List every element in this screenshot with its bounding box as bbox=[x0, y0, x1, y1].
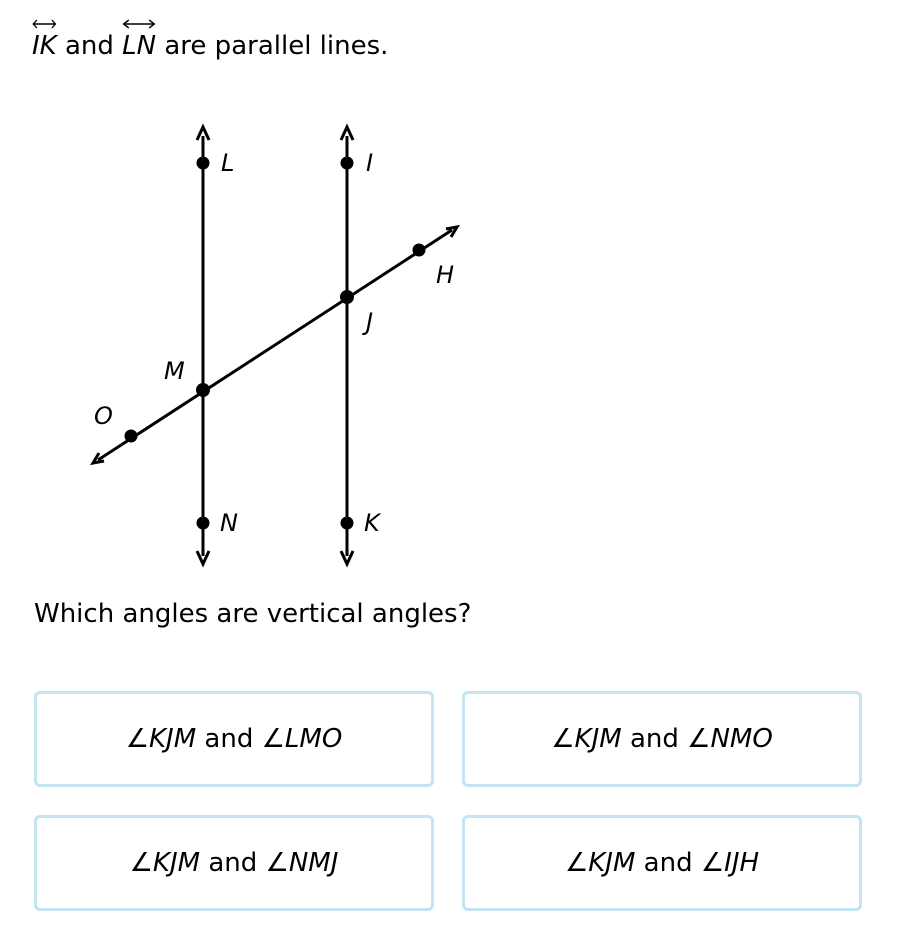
point-k bbox=[340, 516, 354, 530]
point-o bbox=[124, 429, 138, 443]
choice-connector: and bbox=[208, 848, 258, 878]
answer-choice-kjm-nmo[interactable]: ∠KJM and ∠NMO bbox=[462, 691, 862, 787]
label-o: O bbox=[94, 402, 113, 430]
arrowhead-transversal-h bbox=[445, 224, 460, 238]
answer-choice-kjm-ijh[interactable]: ∠KJM and ∠IJH bbox=[462, 815, 862, 911]
angle-name: IJH bbox=[724, 848, 760, 878]
angle-name: KJM bbox=[574, 724, 622, 754]
line-ln-text: LN bbox=[122, 31, 157, 61]
angle-name: KJM bbox=[152, 848, 201, 878]
arrowhead-ik-top bbox=[339, 123, 355, 141]
point-j bbox=[340, 290, 354, 304]
label-l: L bbox=[221, 149, 234, 177]
problem-statement: IK and LN are parallel lines. bbox=[32, 19, 389, 66]
arrowhead-ln-top bbox=[195, 123, 211, 141]
answer-choice-kjm-nmj[interactable]: ∠KJM and ∠NMJ bbox=[34, 815, 434, 911]
angle-name: KJM bbox=[588, 848, 636, 878]
line-ik-text: IK bbox=[32, 31, 57, 61]
angle-icon: ∠ bbox=[129, 848, 153, 878]
line-ln-label: LN bbox=[122, 19, 157, 66]
point-l bbox=[196, 156, 210, 170]
angle-name: LMO bbox=[284, 724, 343, 754]
angle-name: NMJ bbox=[288, 848, 339, 878]
line-arrow-icon bbox=[32, 19, 57, 29]
angle-icon: ∠ bbox=[261, 724, 285, 754]
choice-connector: and bbox=[643, 848, 693, 878]
point-n bbox=[196, 516, 210, 530]
arrowhead-ik-bottom bbox=[339, 550, 355, 568]
statement-suffix: are parallel lines. bbox=[164, 31, 389, 61]
parallel-lines-diagram: L I H J M O N K bbox=[90, 123, 460, 568]
point-m bbox=[196, 383, 210, 397]
label-i: I bbox=[366, 149, 373, 177]
label-m: M bbox=[164, 357, 185, 385]
angle-icon: ∠ bbox=[125, 724, 149, 754]
question-text: Which angles are vertical angles? bbox=[34, 599, 472, 629]
point-i bbox=[340, 156, 354, 170]
label-h: H bbox=[436, 261, 454, 289]
statement-connector: and bbox=[64, 31, 114, 61]
label-n: N bbox=[220, 509, 238, 537]
angle-icon: ∠ bbox=[687, 724, 711, 754]
angle-icon: ∠ bbox=[265, 848, 289, 878]
angle-icon: ∠ bbox=[551, 724, 575, 754]
line-ik-label: IK bbox=[32, 19, 57, 66]
choice-connector: and bbox=[629, 724, 679, 754]
arrowhead-ln-bottom bbox=[195, 550, 211, 568]
angle-icon: ∠ bbox=[564, 848, 589, 878]
answer-choice-kjm-lmo[interactable]: ∠KJM and ∠LMO bbox=[34, 691, 434, 787]
choice-connector: and bbox=[204, 724, 254, 754]
point-h bbox=[412, 243, 426, 257]
arrowhead-transversal-o bbox=[90, 452, 105, 466]
line-arrow-icon bbox=[122, 19, 156, 29]
angle-name: KJM bbox=[149, 724, 197, 754]
transversal-oh bbox=[97, 228, 453, 462]
angle-icon: ∠ bbox=[700, 848, 725, 878]
angle-name: NMO bbox=[710, 724, 773, 754]
label-j: J bbox=[362, 308, 373, 336]
label-k: K bbox=[364, 509, 382, 537]
